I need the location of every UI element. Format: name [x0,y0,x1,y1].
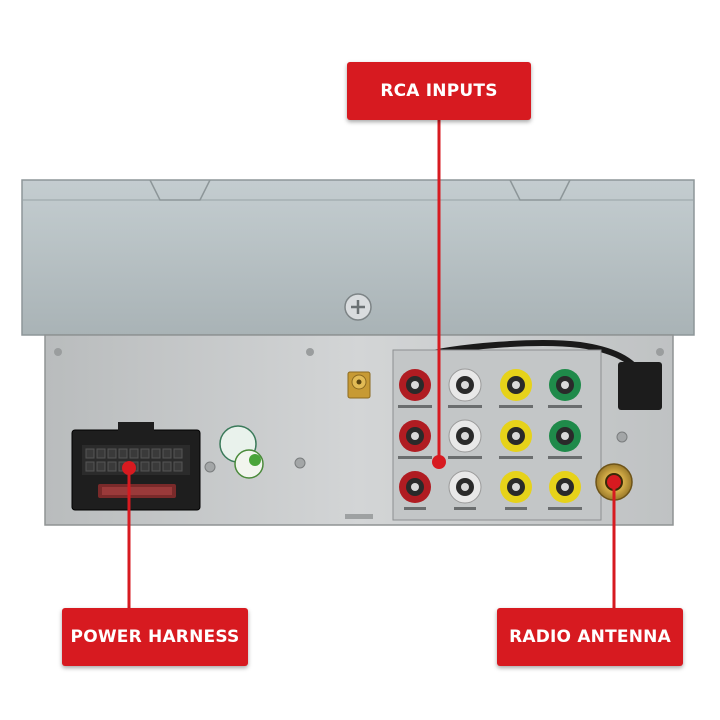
inspection-stickers [219,425,264,479]
rca-jack-r2-green [549,420,581,452]
radio-antenna-label: RADIO ANTENNA [497,608,683,666]
rca-jack-r1-white [448,368,482,402]
rca-jack-r2-red [399,420,431,452]
rca-jack-r1-green [549,369,581,401]
rca-jack-r3-yellow-b [549,471,581,503]
rca-inputs-label: RCA INPUTS [347,62,531,120]
power-harness-connector [71,422,201,511]
pointer-dot-radio [607,475,621,489]
sma-connector [347,371,371,399]
rca-jack-r1-red [399,369,431,401]
pointer-dot-rca [432,455,446,469]
rca-jack-r2-white [448,419,482,453]
rca-input-block [392,349,602,521]
rca-jack-r3-white [448,470,482,504]
rca-jack-r3-red [399,471,431,503]
rca-jack-r3-yellow [500,471,532,503]
power-harness-label: POWER HARNESS [62,608,248,666]
rca-jack-r2-yellow [500,420,532,452]
pointer-dot-power [122,461,136,475]
callout-pointers [122,120,621,608]
rca-jack-r1-yellow [500,369,532,401]
chassis-top-cover [21,179,695,336]
